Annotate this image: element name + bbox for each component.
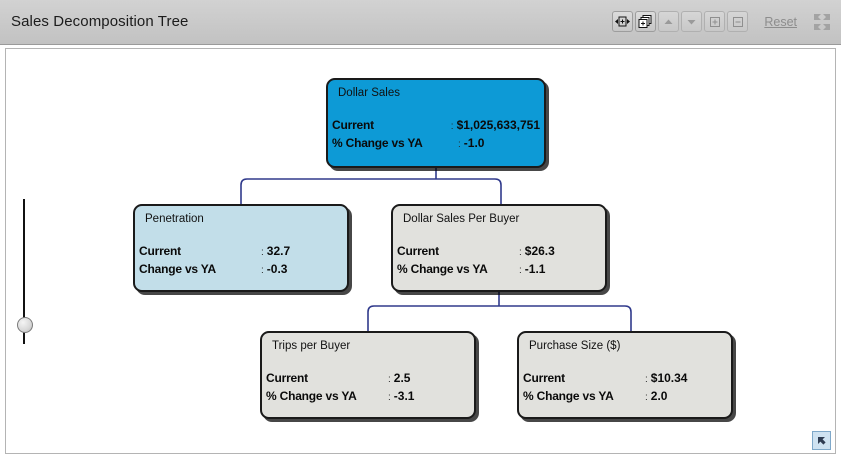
cascade-windows-icon[interactable] (635, 11, 657, 32)
node-metric-row: % Change vs YA : -1.0 (332, 134, 540, 152)
node-metric-value: -1.1 (524, 262, 546, 276)
node-metric-separator: : (261, 247, 264, 258)
node-metric-separator: : (519, 265, 522, 276)
node-metric-value: -3.1 (393, 389, 415, 403)
node-metric-value: 2.5 (393, 371, 411, 385)
node-metric-row: Current : 32.7 (139, 242, 343, 260)
node-metrics: Current : $1,025,633,751 % Change vs YA … (332, 116, 540, 152)
tree-node-penetration[interactable]: Penetration Current : 32.7 Change vs YA … (133, 204, 349, 292)
tree-node-dollar-sales[interactable]: Dollar Sales Current : $1,025,633,751 % … (326, 78, 546, 168)
node-metric-row: % Change vs YA : -3.1 (266, 387, 470, 405)
node-title: Dollar Sales (338, 87, 400, 99)
zoom-slider-thumb[interactable] (17, 317, 33, 333)
node-title: Purchase Size ($) (529, 340, 621, 352)
tree-node-trips-per-buyer[interactable]: Trips per Buyer Current : 2.5 % Change v… (260, 331, 476, 419)
node-metric-row: % Change vs YA : 2.0 (523, 387, 727, 405)
node-metric-label: % Change vs YA (332, 136, 423, 150)
zoom-slider-track (23, 199, 25, 344)
node-metric-value: $1,025,633,751 (456, 118, 540, 132)
tree-canvas: Dollar Sales Current : $1,025,633,751 % … (5, 48, 836, 454)
node-metric-value: $26.3 (524, 244, 555, 258)
node-metric-separator: : (450, 121, 454, 132)
window-titlebar: Sales Decomposition Tree (0, 0, 841, 45)
node-metric-value: 2.0 (650, 389, 668, 403)
node-metric-row: Current : $26.3 (397, 242, 601, 260)
minus-box-icon[interactable] (727, 11, 749, 32)
node-metric-separator: : (458, 139, 461, 150)
node-metric-row: Current : 2.5 (266, 369, 470, 387)
chevron-up-icon[interactable] (658, 11, 680, 32)
node-metric-row: Change vs YA : -0.3 (139, 260, 343, 278)
chevron-down-icon[interactable] (681, 11, 703, 32)
expand-corners-icon[interactable] (813, 13, 831, 31)
node-metric-value: -0.3 (266, 262, 288, 276)
node-metric-label: Current (332, 118, 374, 132)
node-metrics: Current : $10.34 % Change vs YA : 2.0 (523, 369, 727, 405)
node-metric-label: Current (523, 371, 565, 385)
page-title: Sales Decomposition Tree (11, 13, 189, 30)
node-title: Dollar Sales Per Buyer (403, 213, 520, 225)
tree-node-dollar-sales-per-buyer[interactable]: Dollar Sales Per Buyer Current : $26.3 %… (391, 204, 607, 292)
node-metric-label: Change vs YA (139, 262, 216, 276)
node-metrics: Current : 32.7 Change vs YA : -0.3 (139, 242, 343, 278)
node-metrics: Current : 2.5 % Change vs YA : -3.1 (266, 369, 470, 405)
node-metric-separator: : (261, 265, 264, 276)
node-metric-label: % Change vs YA (397, 262, 488, 276)
node-metric-row: % Change vs YA : -1.1 (397, 260, 601, 278)
node-metric-label: % Change vs YA (523, 389, 614, 403)
node-metric-separator: : (388, 392, 391, 403)
node-title: Trips per Buyer (272, 340, 351, 352)
plus-box-icon[interactable] (704, 11, 726, 32)
node-metrics: Current : $26.3 % Change vs YA : -1.1 (397, 242, 601, 278)
node-metric-label: Current (139, 244, 181, 258)
zoom-slider[interactable] (15, 199, 33, 344)
expand-horizontal-icon[interactable] (612, 11, 634, 32)
node-metric-separator: : (645, 374, 648, 385)
toolbar: Reset (612, 11, 831, 32)
node-metric-separator: : (645, 392, 648, 403)
node-metric-row: Current : $1,025,633,751 (332, 116, 540, 134)
node-metric-value: -1.0 (463, 136, 485, 150)
node-metric-separator: : (388, 374, 391, 385)
node-metric-row: Current : $10.34 (523, 369, 727, 387)
reset-button[interactable]: Reset (764, 14, 797, 29)
node-metric-value: $10.34 (650, 371, 688, 385)
node-metric-separator: : (519, 247, 522, 258)
node-metric-label: Current (266, 371, 308, 385)
node-metric-value: 32.7 (266, 244, 291, 258)
node-metric-label: % Change vs YA (266, 389, 357, 403)
node-title: Penetration (145, 213, 204, 225)
resize-arrow-icon[interactable] (812, 431, 831, 450)
node-metric-label: Current (397, 244, 439, 258)
tree-node-purchase-size[interactable]: Purchase Size ($) Current : $10.34 % Cha… (517, 331, 733, 419)
